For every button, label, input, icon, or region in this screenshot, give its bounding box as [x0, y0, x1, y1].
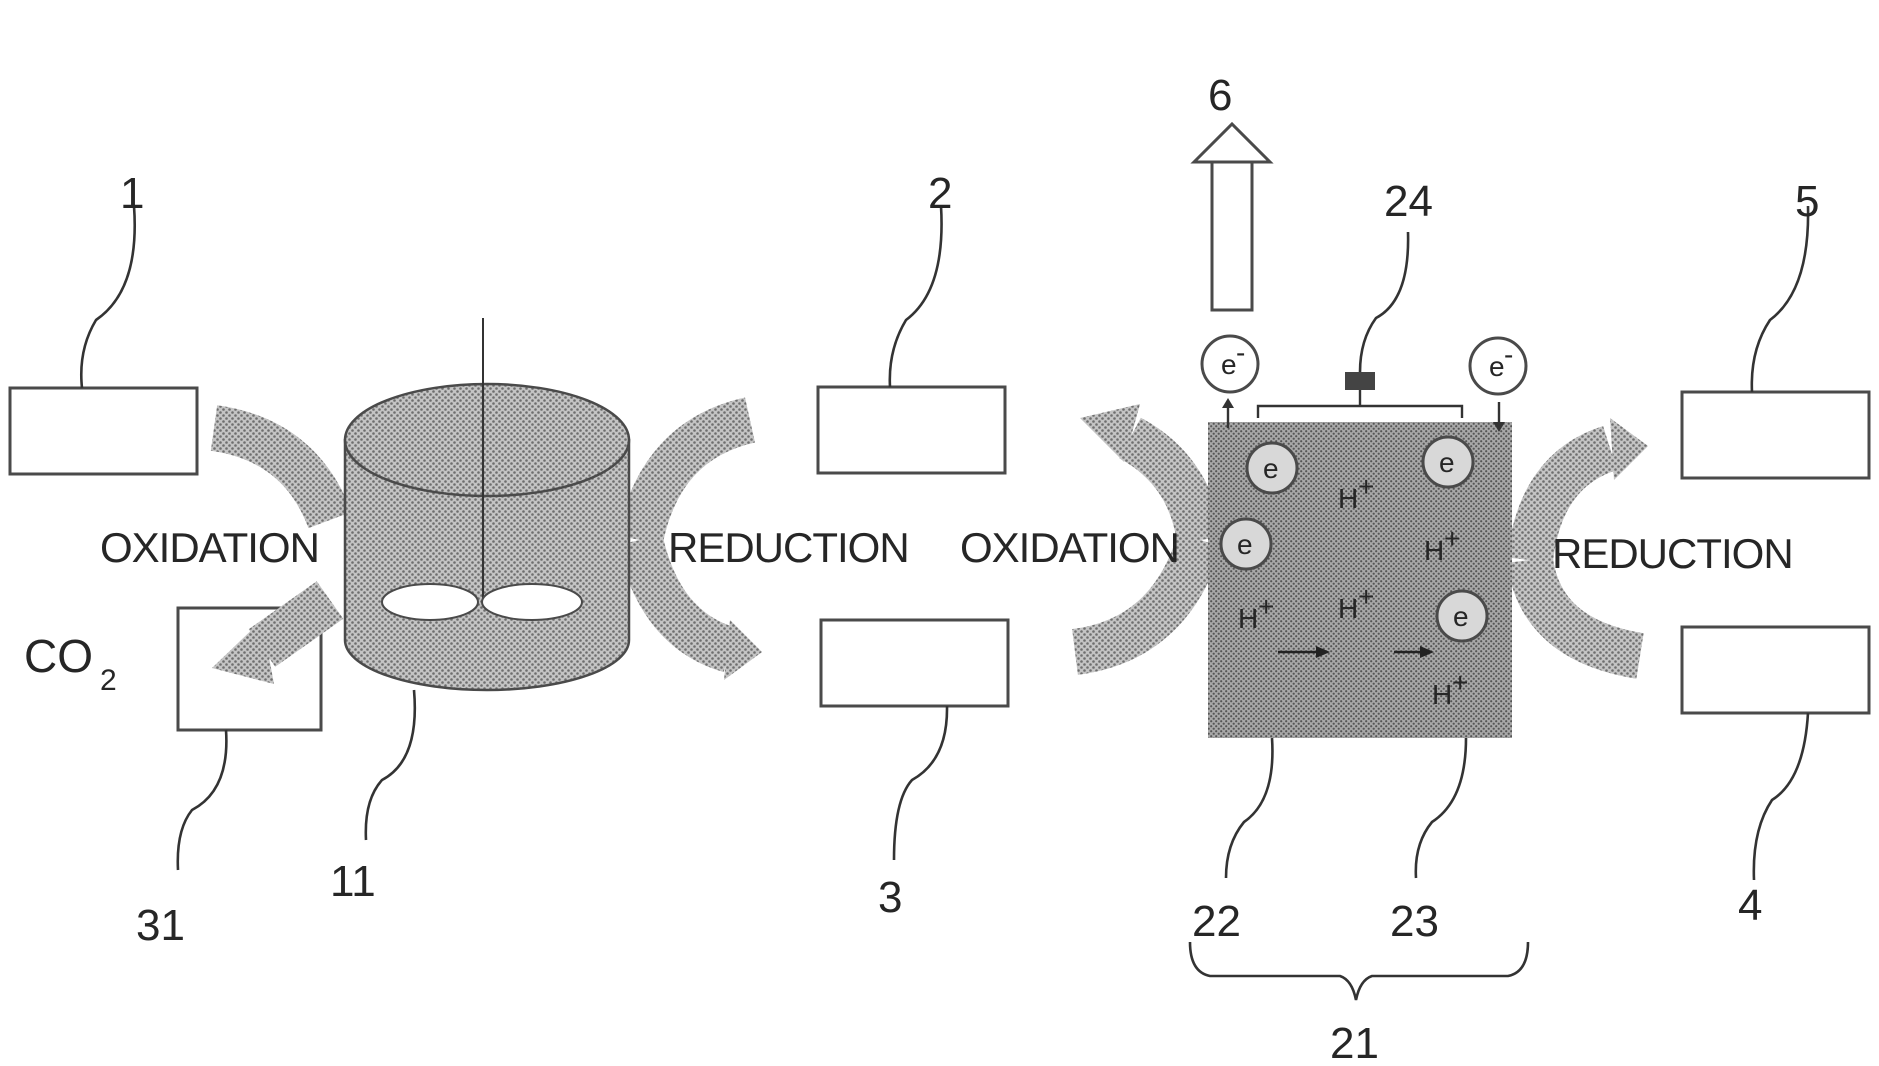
label-31: 31: [136, 901, 185, 950]
step-reduction-1: REDUCTION: [668, 524, 909, 571]
bracket-21: [1190, 942, 1528, 1000]
electron-2: e: [1423, 437, 1473, 487]
electron-3: e: [1221, 519, 1271, 569]
svg-text:e: e: [1489, 351, 1505, 382]
svg-text:H: H: [1238, 603, 1258, 634]
svg-text:H: H: [1338, 483, 1358, 514]
svg-text:+: +: [1452, 667, 1468, 698]
label-1: 1: [120, 169, 144, 218]
label-5: 5: [1795, 177, 1819, 226]
svg-text:CO: CO: [24, 630, 93, 682]
step-oxidation-1: OXIDATION: [100, 524, 319, 571]
reactor-11: [345, 318, 629, 690]
svg-text:e: e: [1439, 447, 1455, 478]
stirrer-blade-left: [382, 584, 478, 620]
electron-top-right: e -: [1470, 338, 1526, 394]
svg-text:-: -: [1236, 337, 1245, 368]
step-reduction-2: REDUCTION: [1552, 530, 1793, 577]
co2-label: CO 2: [24, 630, 117, 697]
electron-4: e: [1437, 591, 1487, 641]
svg-text:+: +: [1444, 523, 1460, 554]
svg-text:+: +: [1258, 591, 1274, 622]
arrow-head-to-5: [1610, 418, 1648, 480]
electron-1: e: [1247, 443, 1297, 493]
electron-top-left: e -: [1202, 336, 1258, 392]
box-2: [818, 387, 1005, 473]
svg-text:e: e: [1221, 349, 1237, 380]
stirrer-blade-right: [482, 584, 582, 620]
box-5: [1682, 392, 1869, 478]
label-21: 21: [1330, 1019, 1379, 1066]
svg-text:e: e: [1453, 601, 1469, 632]
svg-text:e: e: [1263, 453, 1279, 484]
label-22: 22: [1192, 897, 1241, 946]
svg-text:+: +: [1358, 581, 1374, 612]
label-4: 4: [1738, 881, 1762, 930]
label-11: 11: [330, 857, 376, 906]
svg-text:e: e: [1237, 529, 1253, 560]
label-6: 6: [1208, 71, 1232, 120]
svg-text:-: -: [1504, 339, 1513, 370]
output-arrow-6: [1194, 124, 1270, 310]
box-1: [10, 388, 197, 474]
step-oxidation-2: OXIDATION: [960, 524, 1179, 571]
label-23: 23: [1390, 897, 1439, 946]
label-24: 24: [1384, 177, 1433, 226]
svg-text:H: H: [1432, 679, 1452, 710]
load-24: [1345, 372, 1375, 390]
svg-text:H: H: [1338, 593, 1358, 624]
svg-text:2: 2: [100, 664, 117, 697]
svg-text:H: H: [1424, 535, 1444, 566]
svg-text:+: +: [1358, 471, 1374, 502]
box-4: [1682, 627, 1869, 713]
label-2: 2: [928, 169, 952, 218]
arrow-head-to-3: [724, 620, 762, 680]
box-3: [821, 620, 1008, 706]
label-3: 3: [878, 873, 902, 922]
